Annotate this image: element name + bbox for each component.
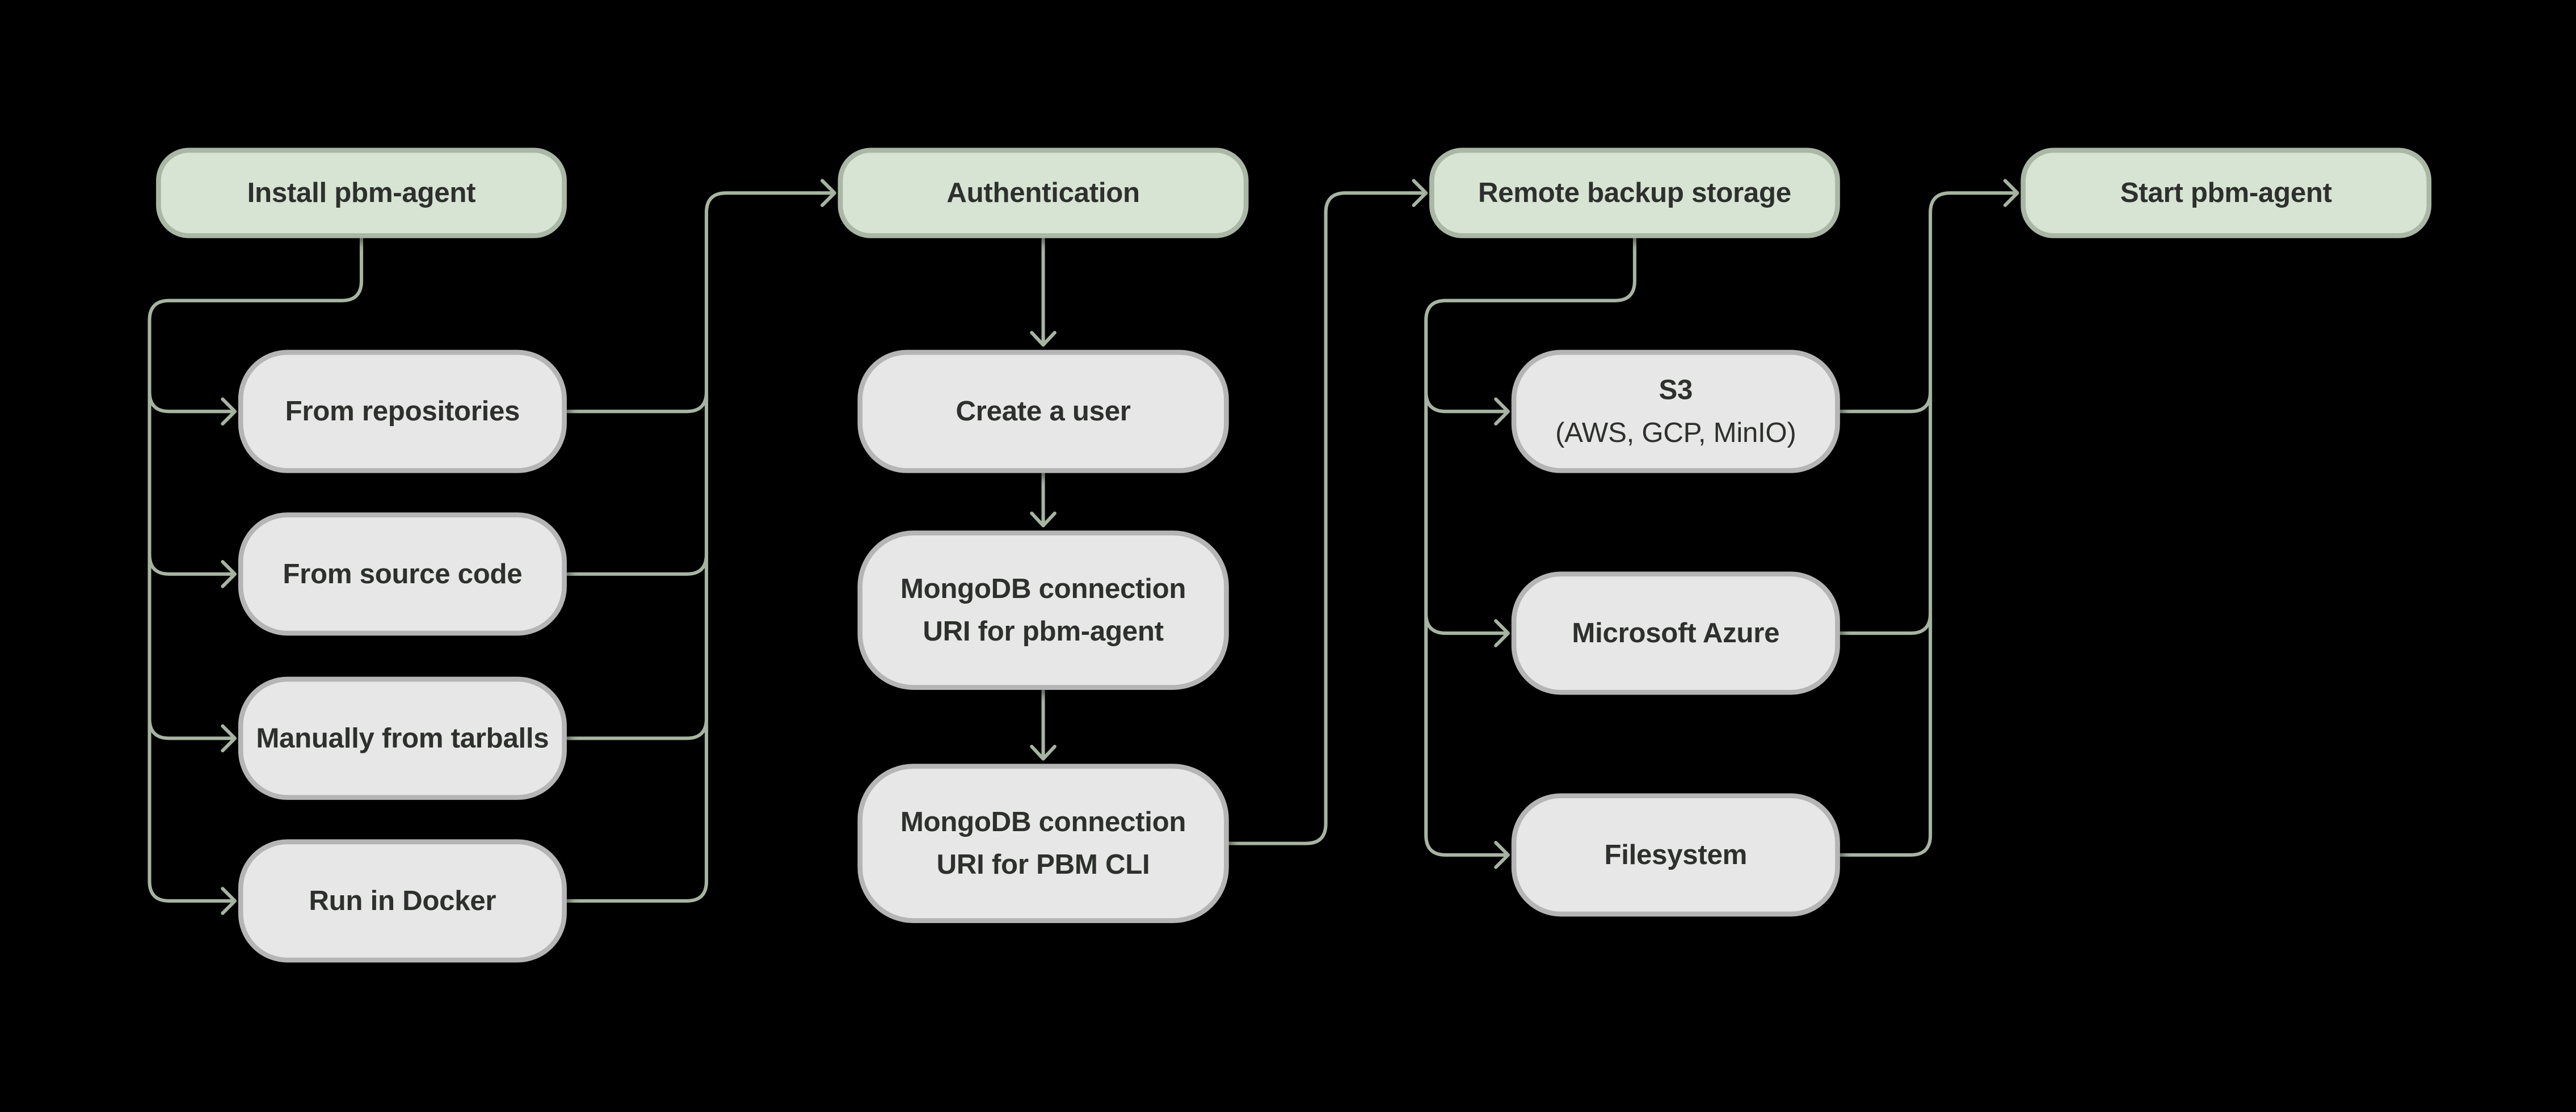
node-label: Microsoft Azure (1572, 617, 1780, 648)
node-authentication[interactable]: Authentication (837, 148, 1249, 238)
node-label: S3 (1659, 373, 1693, 405)
node-from-repositories[interactable]: From repositories (238, 349, 567, 473)
edge-remote-to-storages (1424, 236, 1636, 869)
node-label: Remote backup storage (1478, 176, 1791, 208)
node-label: MongoDB connection URI for PBM CLI (900, 806, 1186, 880)
node-sublabel: (AWS, GCP, MinIO) (1555, 416, 1796, 448)
node-run-in-docker[interactable]: Run in Docker (238, 839, 567, 963)
edge-auth-chain (1030, 236, 1057, 761)
node-label: Run in Docker (309, 884, 496, 916)
edge-storages-to-start (1838, 179, 2019, 857)
node-manually-from-tarballs[interactable]: Manually from tarballs (238, 676, 567, 800)
node-label: Filesystem (1604, 838, 1748, 870)
edge-install-to-options (148, 236, 364, 915)
node-install-pbm-agent[interactable]: Install pbm-agent (156, 148, 567, 238)
node-label: Create a user (956, 395, 1131, 427)
node-microsoft-azure[interactable]: Microsoft Azure (1511, 571, 1840, 695)
node-label: Start pbm-agent (2120, 176, 2332, 208)
node-start-pbm-agent[interactable]: Start pbm-agent (2021, 148, 2432, 238)
node-label: From source code (283, 557, 523, 589)
node-label: Authentication (946, 176, 1140, 208)
edge-uri-cli-to-remote (1227, 179, 1428, 845)
edge-options-to-auth (565, 179, 836, 903)
node-remote-backup-storage[interactable]: Remote backup storage (1429, 148, 1840, 238)
node-mongodb-uri-pbm-cli[interactable]: MongoDB connection URI for PBM CLI (857, 764, 1229, 924)
node-filesystem[interactable]: Filesystem (1511, 793, 1840, 917)
node-label: Manually from tarballs (256, 722, 549, 753)
node-label: From repositories (285, 395, 520, 427)
node-label: MongoDB connection URI for pbm-agent (900, 572, 1186, 647)
node-s3-storage[interactable]: S3 (AWS, GCP, MinIO) (1511, 349, 1840, 473)
node-label: Install pbm-agent (247, 176, 476, 208)
node-create-a-user[interactable]: Create a user (857, 349, 1229, 473)
node-mongodb-uri-pbm-agent[interactable]: MongoDB connection URI for pbm-agent (857, 530, 1229, 690)
node-from-source-code[interactable]: From source code (238, 512, 567, 636)
